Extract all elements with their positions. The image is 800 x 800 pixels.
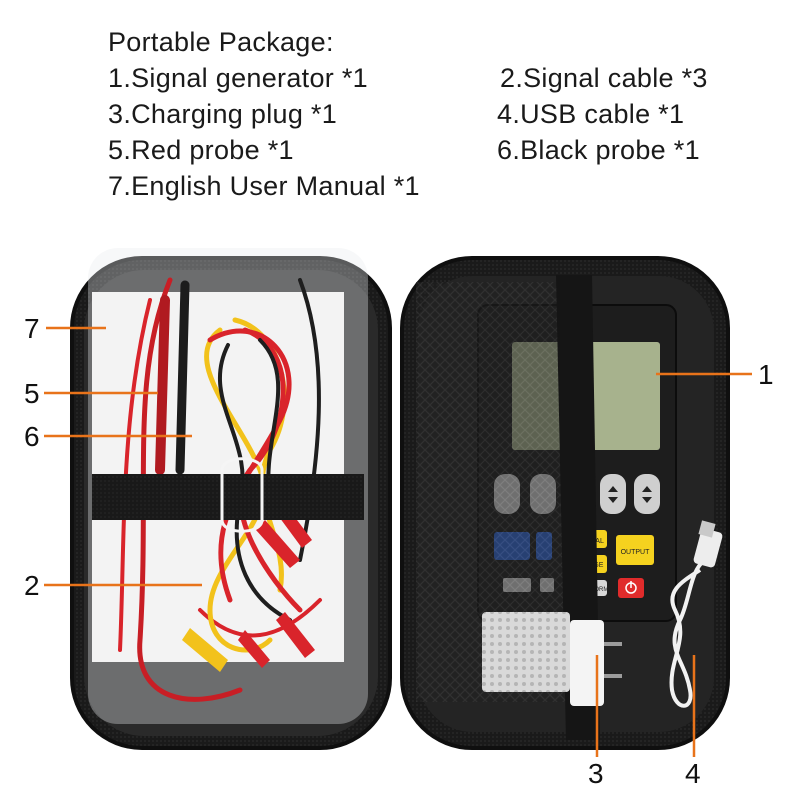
charging-plug [482,612,622,706]
package-item-3: 3.Charging plug *1 [108,99,338,129]
package-item-6: 6.Black probe *1 [497,135,700,165]
callout-2: 2 [24,570,40,601]
callout-7: 7 [24,313,40,344]
callout-3: 3 [588,758,604,789]
package-item-4: 4.USB cable *1 [497,99,685,129]
output-button: OUTPUT [616,535,654,565]
callout-6: 6 [24,421,40,452]
callout-lines [44,326,752,757]
zip-tie [220,457,264,533]
black-probe [175,278,321,562]
callout-1: 1 [758,359,774,390]
package-item-7: 7.English User Manual *1 [108,171,420,201]
alligator-clips [182,500,315,672]
callout-4: 4 [685,758,701,789]
package-item-2: 2.Signal cable *3 [500,63,708,93]
output-button-label: OUTPUT [621,549,651,556]
callout-5: 5 [24,378,40,409]
package-item-5: 5.Red probe *1 [108,135,294,165]
power-button [618,578,644,598]
package-title: Portable Package: [108,27,334,57]
usb-cable [669,520,723,708]
package-item-1: 1.Signal generator *1 [108,63,368,93]
